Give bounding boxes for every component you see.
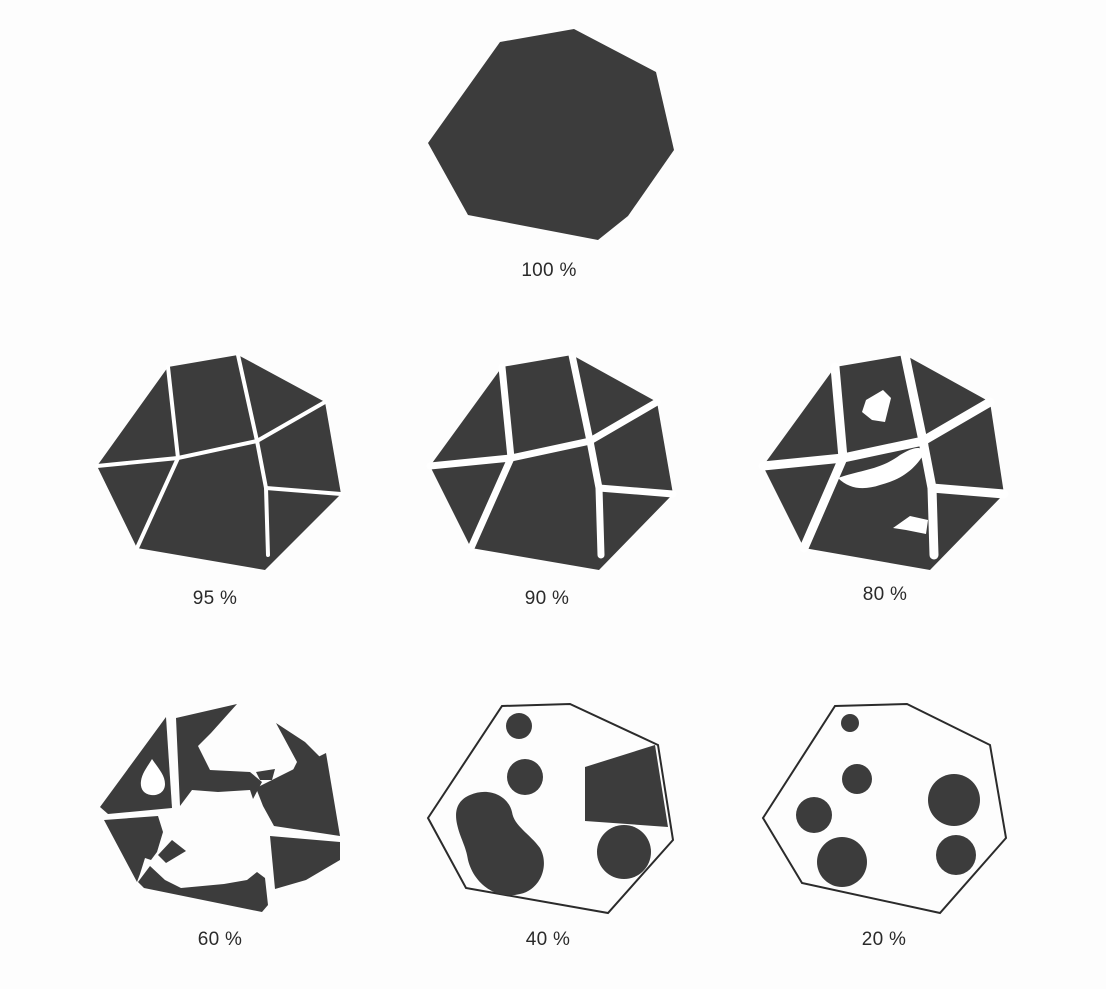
dot-small xyxy=(842,764,872,794)
blob-round xyxy=(597,825,651,879)
fragment-quad xyxy=(585,745,668,827)
fragment-bottom-right xyxy=(270,836,340,889)
dot-bottom xyxy=(817,837,867,887)
blob-large xyxy=(456,792,544,895)
figure-90-percent xyxy=(430,355,673,570)
figure-80-percent xyxy=(763,355,1004,570)
figure-60-percent xyxy=(100,704,340,912)
dot-left xyxy=(796,797,832,833)
dot-large xyxy=(928,774,980,826)
caption-20-percent: 20 % xyxy=(824,929,944,951)
caption-100-percent: 100 % xyxy=(489,260,609,282)
figure-100-percent xyxy=(428,29,674,240)
caption-40-percent: 40 % xyxy=(488,929,608,951)
blob-medium xyxy=(507,759,543,795)
caption-60-percent: 60 % xyxy=(160,929,280,951)
caption-80-percent: 80 % xyxy=(825,584,945,606)
heptagon-solid xyxy=(428,29,674,240)
dot-tiny xyxy=(841,714,859,732)
figure-20-percent xyxy=(763,704,1006,913)
blob-small xyxy=(506,713,532,739)
caption-90-percent: 90 % xyxy=(487,588,607,610)
fragment-top-left xyxy=(100,717,172,814)
dot-right xyxy=(936,835,976,875)
figure-40-percent xyxy=(428,704,673,913)
fragment-bottom xyxy=(138,866,268,912)
fragment-top-center xyxy=(176,704,262,806)
figure-95-percent xyxy=(97,355,341,570)
fragment-chip xyxy=(256,769,275,780)
fragment-sliver xyxy=(158,840,186,863)
caption-95-percent: 95 % xyxy=(155,588,275,610)
